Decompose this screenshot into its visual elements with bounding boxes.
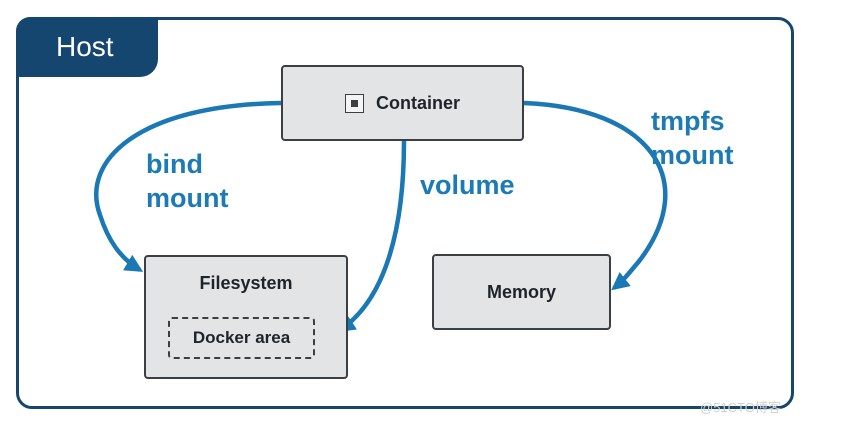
filesystem-label: Filesystem bbox=[199, 273, 293, 293]
tmpfs-mount-label-line1: tmpfs bbox=[651, 106, 725, 136]
volume-label: volume bbox=[420, 170, 515, 200]
host-frame bbox=[16, 17, 794, 409]
container-box: Container bbox=[281, 65, 524, 141]
tmpfs-mount-arrow bbox=[523, 100, 668, 291]
docker-area-box: Docker area bbox=[168, 317, 315, 359]
host-label: Host bbox=[16, 17, 158, 77]
bind-mount-label: bind mount bbox=[146, 147, 228, 215]
memory-box: Memory bbox=[432, 254, 611, 330]
container-icon bbox=[344, 93, 364, 113]
bind-mount-label-line1: bind bbox=[146, 149, 203, 179]
bind-mount-label-line2: mount bbox=[146, 183, 229, 213]
tmpfs-mount-label-line2: mount bbox=[651, 140, 734, 170]
container-label: Container bbox=[375, 92, 460, 113]
memory-label: Memory bbox=[486, 281, 557, 302]
bind-mount-arrow bbox=[94, 100, 282, 272]
volume-arrow bbox=[337, 140, 407, 332]
tmpfs-mount-label: tmpfs mount bbox=[651, 104, 733, 172]
filesystem-box: Filesystem Docker area bbox=[144, 255, 348, 379]
watermark: @51CTO博客 bbox=[700, 400, 781, 415]
docker-area-label: Docker area bbox=[192, 328, 291, 347]
